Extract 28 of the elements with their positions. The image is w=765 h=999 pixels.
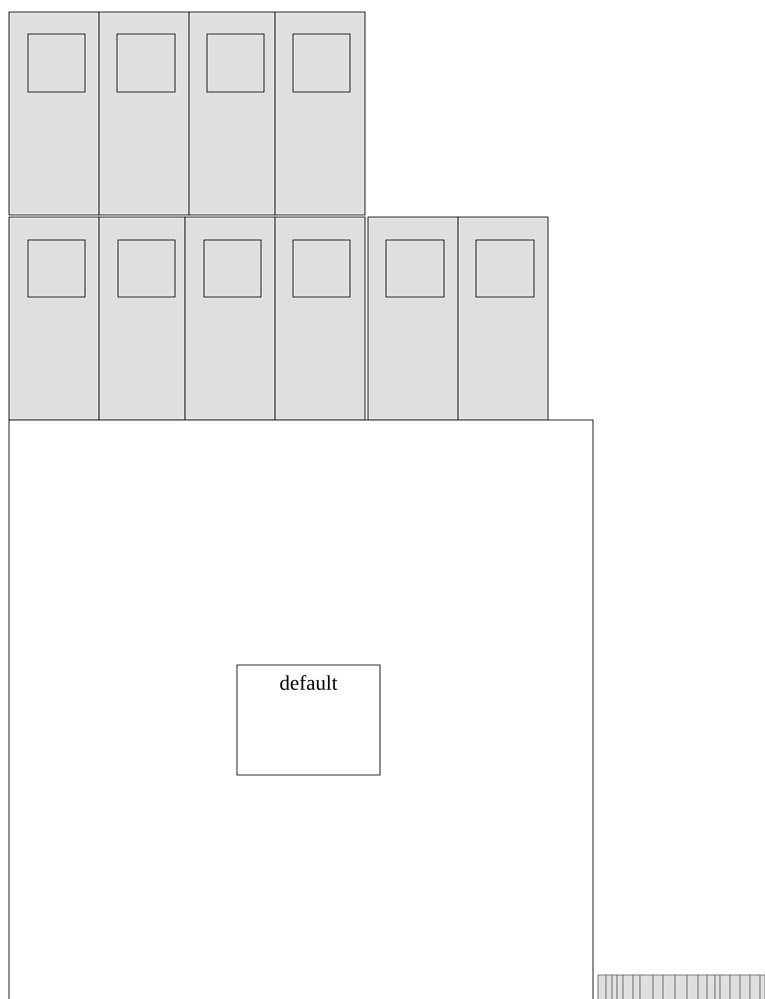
window-box [28,240,86,298]
window-box [118,240,176,298]
bar [674,974,688,999]
window-box [206,34,264,92]
bar [632,974,640,999]
label-box: default [236,664,380,776]
bar [662,974,676,999]
bar [760,974,765,999]
bar [598,974,606,999]
bar [612,974,618,999]
bar [714,974,720,999]
window-box [292,34,350,92]
bar [698,974,708,999]
bar [622,974,634,999]
bar [606,974,612,999]
bar [616,974,624,999]
window-box [292,240,350,298]
bar [686,974,698,999]
container-box [8,420,594,999]
bar [730,974,740,999]
bar [706,974,716,999]
window-box [116,34,176,92]
window-box [28,34,86,92]
window-box [476,240,534,298]
window-box [204,240,262,298]
bar [652,974,664,999]
window-box [386,240,444,298]
bar [740,974,750,999]
